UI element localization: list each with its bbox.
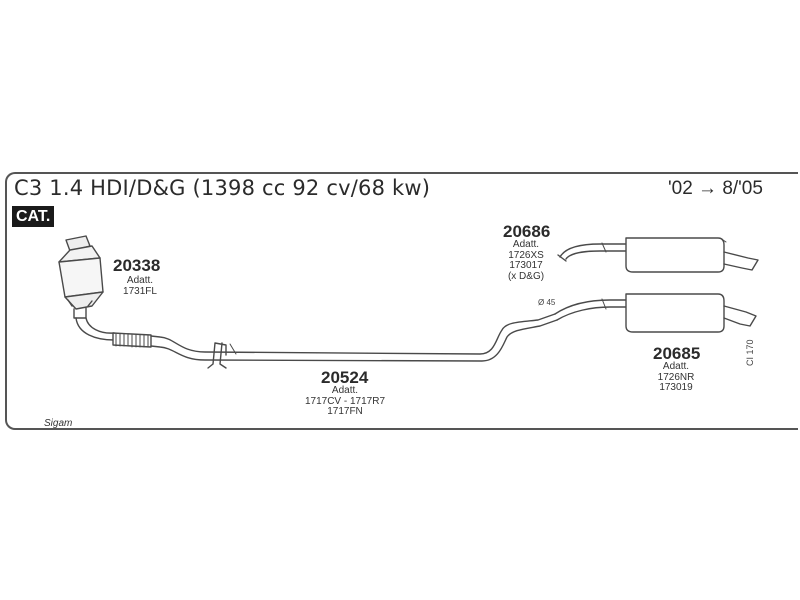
part-adapt-20686: Adatt. 1726XS 173017 (x D&G) — [500, 239, 552, 282]
part-adapt-line: 173017 — [509, 260, 543, 271]
part-adapt-line: Adatt. — [331, 385, 359, 396]
part-number-20685: 20685 — [653, 344, 701, 363]
part-adapt-line: 173019 — [659, 382, 693, 393]
year-range: '02 → 8/'05 — [668, 178, 763, 199]
diameter-label: Ø 45 — [538, 298, 556, 307]
rear-silencer-lower-part[interactable] — [554, 293, 757, 333]
part-number-20524: 20524 — [321, 368, 369, 387]
part-adapt-line: 1717FN — [327, 406, 363, 417]
rear-silencer-upper-part[interactable] — [557, 237, 759, 273]
cat-badge: CAT. — [12, 206, 55, 227]
part-adapt-line: (x D&G) — [507, 270, 545, 282]
part-number-20686: 20686 — [503, 222, 551, 241]
brand-logo: Sigam — [44, 418, 73, 429]
front-pipe-part[interactable] — [112, 313, 558, 369]
part-adapt-line: Adatt. — [512, 239, 540, 250]
part-adapt-line: 1731FL — [123, 285, 157, 297]
part-number-20338: 20338 — [113, 256, 161, 275]
catalytic-converter-part[interactable] — [58, 235, 115, 341]
part-adapt-20524: Adatt. 1717CV - 1717R7 1717FN — [290, 385, 400, 418]
part-adapt-20338: Adatt. 1731FL — [118, 275, 162, 297]
part-adapt-line: 1717CV - 1717R7 — [304, 395, 386, 407]
part-adapt-line: Adatt. — [662, 361, 690, 372]
part-adapt-line: 1726NR — [657, 371, 695, 383]
diagram-reference: CI 170 — [745, 339, 755, 366]
vehicle-title: C3 1.4 HDI/D&G (1398 cc 92 cv/68 kw) — [14, 176, 431, 200]
diagram-frame — [5, 172, 798, 430]
part-adapt-line: 1726XS — [508, 249, 544, 261]
part-adapt-line: Adatt. — [126, 275, 154, 286]
part-adapt-20685: Adatt. 1726NR 173019 — [650, 361, 702, 394]
